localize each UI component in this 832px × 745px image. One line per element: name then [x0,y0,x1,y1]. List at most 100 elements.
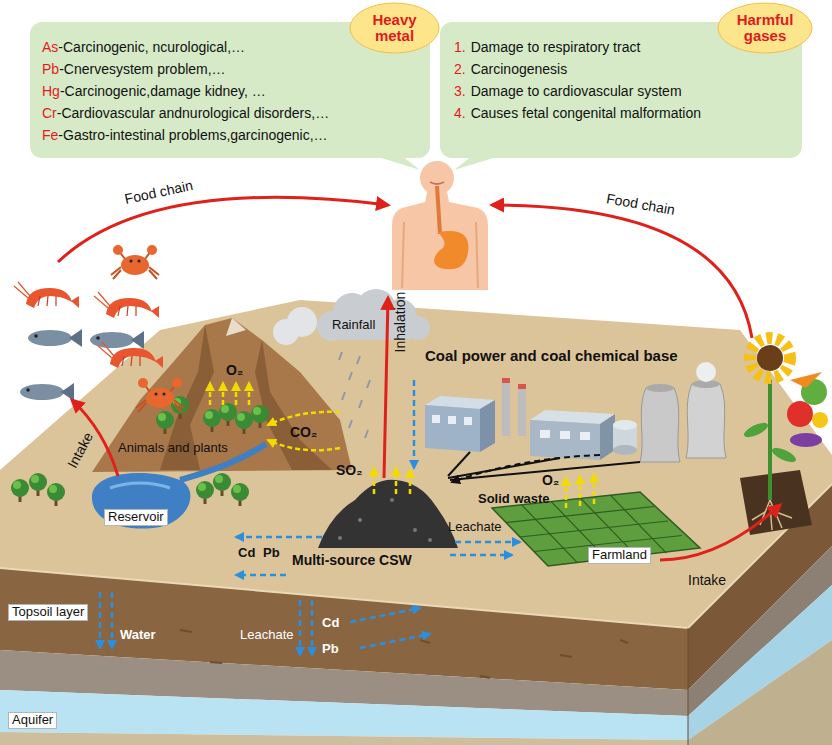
human-body-part [430,182,444,184]
list-line: 3. Damage to cardiovascular system [454,80,701,102]
solid-waste-pile-part [338,536,342,540]
flow-arrows-part-part [373,468,376,494]
rain-part [339,352,342,360]
flow-arrows-part-part [395,468,398,494]
flow-arrows-part-part [236,536,322,539]
factories-part [540,430,550,438]
factories-part [686,384,726,458]
ellipse-fill [350,3,439,53]
source-label: Multi-source CSW [292,552,412,568]
seafood-part [14,282,79,308]
sunflower-part [740,470,812,535]
sunflower-part [770,445,798,465]
trees-part [235,411,253,434]
solid-waste-pile-part [318,480,458,548]
flow-arrows-part [384,298,388,478]
flow-arrows-part-part [248,383,251,405]
rain-part [349,372,352,380]
rain-part [342,392,345,400]
human-body-part [434,231,468,269]
human-body-part [437,186,440,234]
flow-arrows-part-part [565,478,568,508]
vegetables [787,372,828,447]
trees-part [251,405,269,428]
flow-arrows-part-part [209,383,212,405]
solid-waste-pile-part [358,518,362,522]
flow-arrows-part-part [413,380,416,468]
flow-label: Solid waste [478,492,550,507]
metal-label: Cd [322,616,339,631]
flow-arrows-part-part [593,474,596,504]
reservoir-part [110,483,170,488]
ground-block-part [688,640,832,745]
trees-part [156,411,174,434]
speech-bubble: 1.Damage to respiratory tract2.Carcinoge… [440,22,802,158]
ground-block-part [688,628,689,745]
flow-arrows-part-part [222,383,225,405]
metal-label: Pb [263,546,280,561]
item-text: Damage to cardiovascular system [471,83,682,99]
human-body-part [402,222,478,288]
list-line: 2.Carcinogenesis [454,58,701,80]
factories-part [640,388,680,462]
sunflower-part [750,338,790,378]
factories-part [432,415,440,423]
rain-part [349,420,352,428]
flow-arrows-part-part [268,440,340,450]
list-line: Cr-Cardiovascular andnurological disorde… [42,102,329,124]
item-text: -Carcinogenic, ncurological,… [58,39,245,55]
metal-label: Cd [238,546,255,561]
flow-arrows-part [492,205,752,338]
item-text: -Carcinogenic,damage kidney, … [60,83,266,99]
reservoir-part [92,473,190,529]
factories-part [480,400,495,452]
sunflower-part [742,420,770,440]
vegetables-part [787,401,813,427]
place-label: Reservoir [104,509,168,526]
factories-part [464,417,472,425]
factories-part [696,362,716,382]
factories-part [600,414,615,460]
heading-ellipse: Harmful gases [718,3,812,53]
gas-label: O₂ [226,362,243,378]
seafood-part [20,383,74,401]
flow-arrows-part-part [268,412,340,425]
list-line: Hg-Carcinogenic,damage kidney, … [42,80,329,102]
item-marker: Fe [42,127,58,143]
factories-part [425,405,480,452]
trees-part [203,409,221,432]
ground-block-part [0,732,688,745]
seafood-part [28,329,82,347]
bubble-list: 1.Damage to respiratory tract2.Carcinoge… [454,36,701,124]
flow-label: Leachate [448,520,502,535]
flow-arrows-part [210,383,594,508]
vegetables-part [812,412,828,428]
factories-part [613,420,637,430]
item-text: Carcinogenesis [471,61,568,77]
heading-text: Harmful gases [732,12,798,45]
sunflower-part [752,500,792,530]
list-line: 1.Damage to respiratory tract [454,36,701,58]
human-body [392,161,488,290]
ground-block-part [0,300,832,628]
factories-part [613,445,637,455]
flow-arrows-part-part [452,455,600,482]
trees-part [231,483,249,506]
seafood-part [136,378,184,412]
item-marker: Cr [42,105,57,121]
item-marker: Hg [42,83,60,99]
factories-part [518,384,526,436]
rain-part [365,430,368,438]
layer-label: Topsoil layer [8,604,88,621]
item-text: -Gastro-intestinal problems,garcinogenic… [58,127,327,143]
list-line: Fe-Gastro-intestinal problems,garcinogen… [42,124,329,146]
area-label: Animals and plants [118,441,228,456]
flow-arrows-part-part [409,470,412,494]
item-text: -Cardiovascular andnurological disorders… [57,105,329,121]
area-title: Coal power and coal chemical base [425,347,678,364]
seafood-part [94,292,159,318]
item-marker: 3. [454,83,466,99]
seafood-part [98,342,163,368]
solid-waste-pile-part [428,538,432,542]
flow-arrows-part-part [450,554,512,557]
